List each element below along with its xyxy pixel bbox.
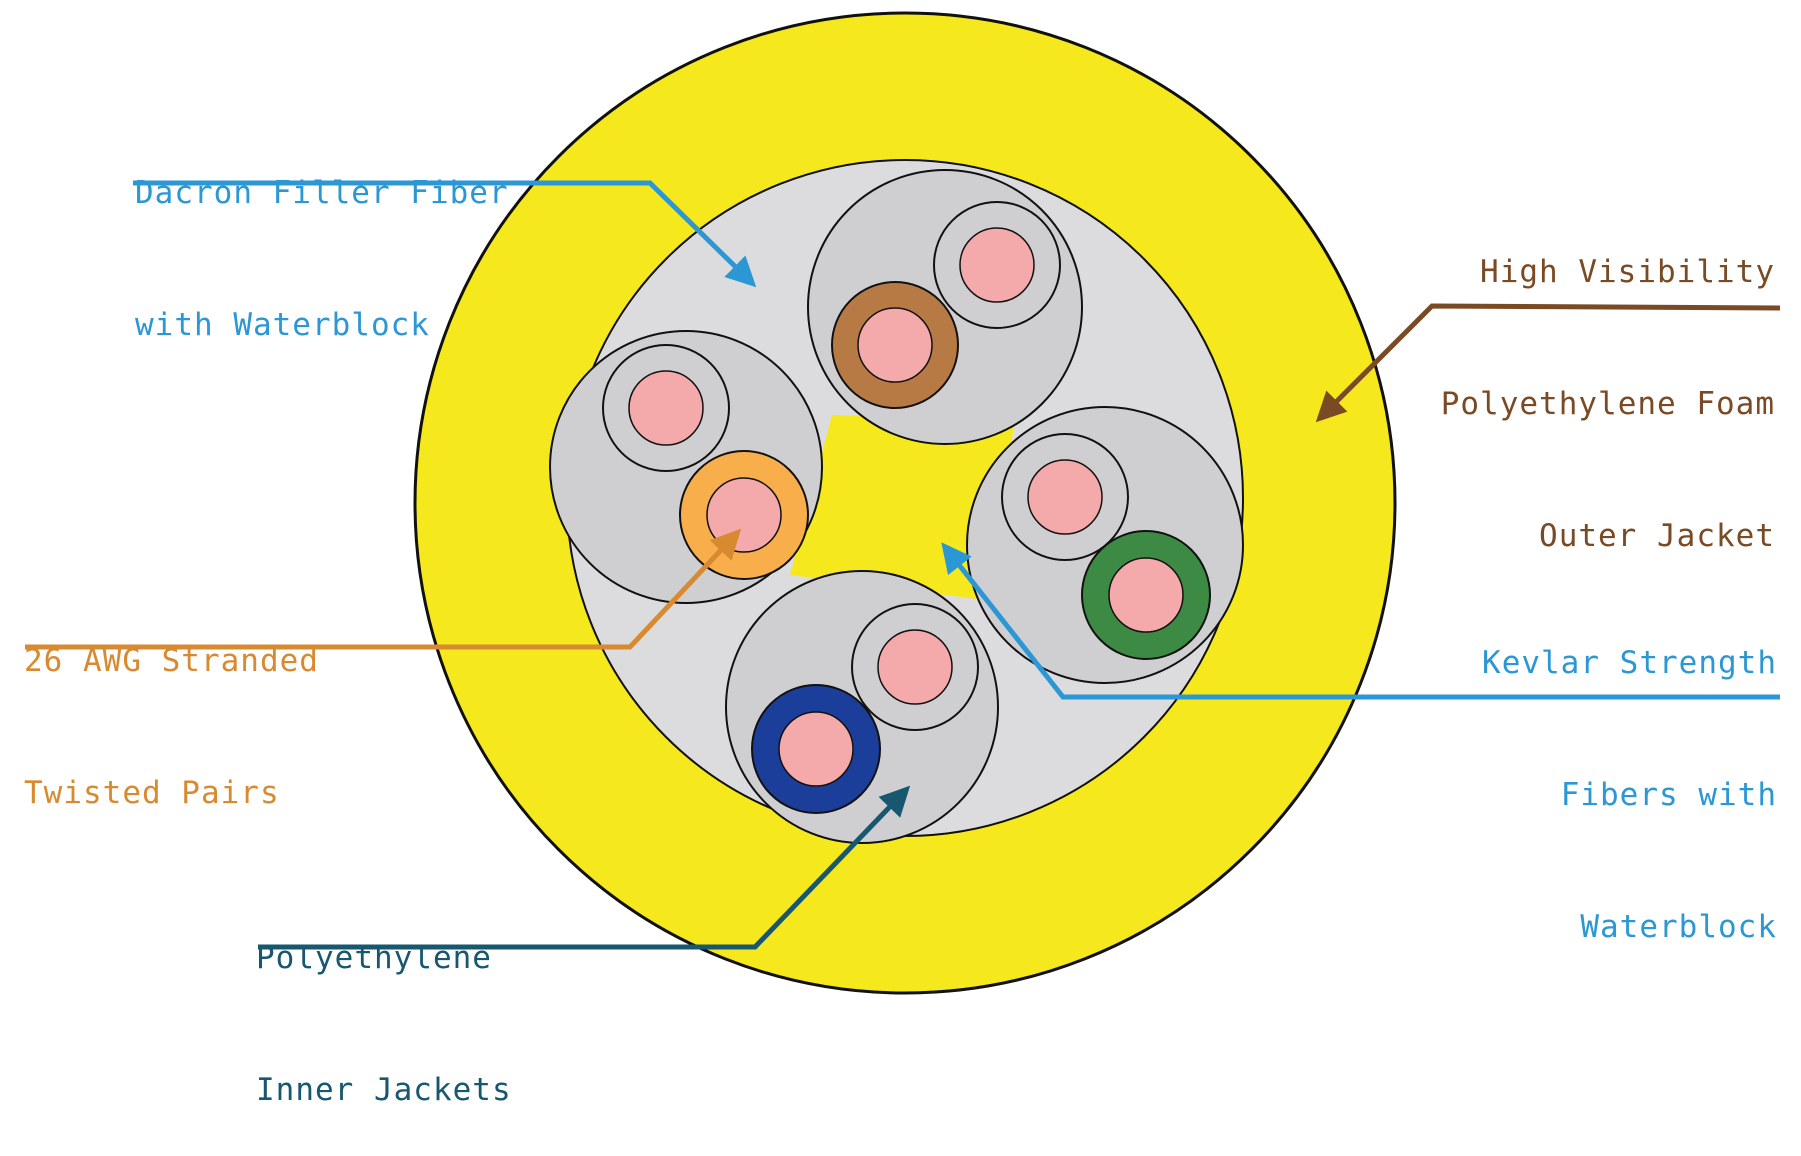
stranded-label-line1: 26 AWG Stranded [24,643,319,679]
kevlar-label-line1: Kevlar Strength [1482,645,1777,681]
outer-jacket-label: High Visibility Polyethylene Foam Outer … [1441,162,1775,602]
kevlar-leader [941,542,1780,700]
dacron-label-line1: Dacron Filler Fiber [135,175,509,211]
cable-cross-section-diagram [25,11,1781,995]
inner-jackets-leader [258,785,911,950]
inner-jackets-label: Polyethylene Inner Jackets [256,848,512,1156]
outer-jacket-label-line3: Outer Jacket [1539,518,1775,554]
dacron-label: Dacron Filler Fiber with Waterblock [135,83,509,391]
inner-jackets-label-line2: Inner Jackets [256,1072,512,1108]
pair-top-brown [807,169,1083,445]
outer-jacket-label-line1: High Visibility [1480,254,1775,290]
outer-jacket-label-line2: Polyethylene Foam [1440,386,1775,422]
pair-bottom-blue [725,570,999,844]
stranded-label: 26 AWG Stranded Twisted Pairs [24,551,319,859]
pair-right-green [966,406,1244,684]
dacron-leader [133,180,757,288]
pair-left-orange [549,330,823,604]
inner-jackets-label-line1: Polyethylene [256,940,492,976]
dacron-label-line2: with Waterblock [135,307,430,343]
outer-jacket-leader [1315,303,1781,423]
kevlar-label: Kevlar Strength Fibers with Waterblock [1482,553,1777,993]
kevlar-label-line2: Fibers with [1560,777,1777,813]
stranded-leader [25,528,742,650]
stranded-label-line2: Twisted Pairs [24,775,280,811]
kevlar-label-line3: Waterblock [1580,909,1777,945]
